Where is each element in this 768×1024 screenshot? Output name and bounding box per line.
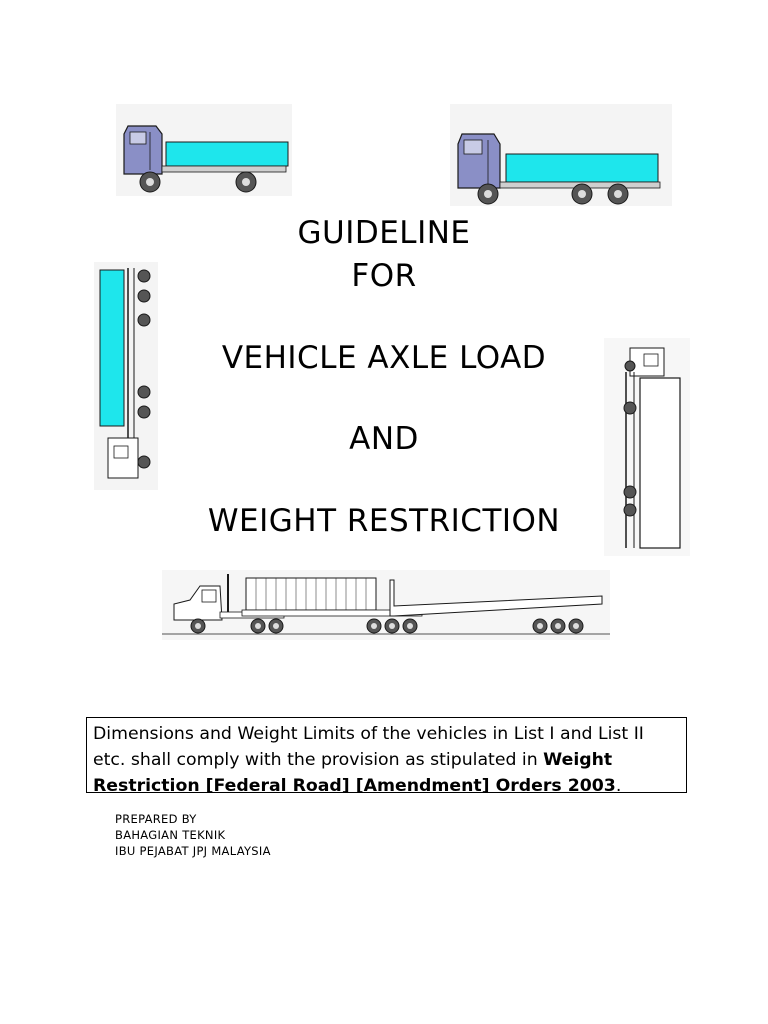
notice-period: . — [615, 776, 622, 796]
office-name: IBU PEJABAT JPJ MALAYSIA — [115, 844, 271, 858]
rotated-truck-right-illustration — [604, 338, 690, 556]
two-axle-truck-illustration — [116, 104, 292, 196]
title-line-vehicle-axle-load: VEHICLE AXLE LOAD — [221, 340, 547, 376]
prepared-by-label: PREPARED BY — [115, 812, 197, 826]
prepared-by-block: PREPARED BY BAHAGIAN TEKNIK IBU PEJABAT … — [115, 811, 271, 859]
compliance-notice-box: Dimensions and Weight Limits of the vehi… — [86, 717, 687, 796]
notice-order-reference: Weight Restriction [Federal Road] [Amend… — [93, 750, 616, 796]
title-line-for: FOR — [351, 258, 417, 294]
title-line-and: AND — [349, 421, 419, 457]
long-trailer-truck-illustration — [162, 570, 610, 640]
notice-text: Dimensions and Weight Limits of the vehi… — [93, 724, 644, 770]
three-axle-truck-illustration — [450, 104, 672, 206]
rotated-articulated-truck-left-illustration — [94, 262, 158, 490]
title-line-weight-restriction: WEIGHT RESTRICTION — [207, 503, 561, 539]
department-name: BAHAGIAN TEKNIK — [115, 828, 226, 842]
title-line-guideline: GUIDELINE — [297, 215, 471, 251]
